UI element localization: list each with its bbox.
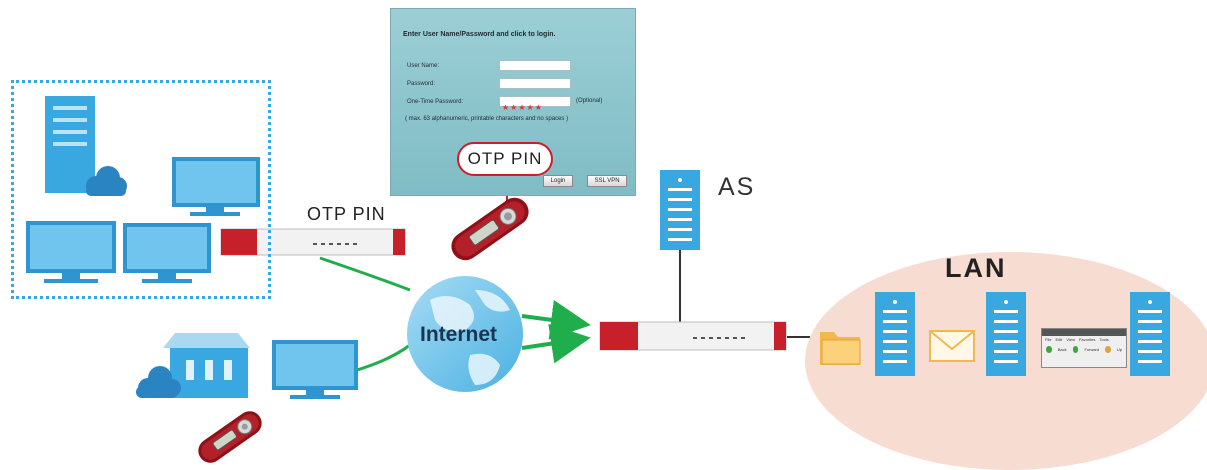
otp-token-icon: [451, 197, 529, 261]
otp-value: ★★★★★: [502, 103, 543, 112]
sslvpn-button[interactable]: SSL VPN: [587, 175, 627, 187]
browser-menu-item: View: [1066, 337, 1075, 342]
internet-arrow-bottom: [521, 323, 591, 364]
remote-link-line: [356, 343, 411, 372]
monitor-icon: [172, 157, 260, 216]
server-tower-icon: [45, 96, 95, 193]
folder-icon: [820, 332, 861, 365]
building-icon: [163, 333, 250, 398]
otp-field[interactable]: ★★★★★: [499, 96, 571, 112]
otp-field-label: One-Time Password:: [407, 99, 464, 105]
main-firewall-device-icon: [599, 321, 787, 351]
browser-titlebar: [1042, 329, 1126, 336]
browser-menu-item: Edit: [1055, 337, 1063, 342]
browser-menu: File Edit View Favorites Tools: [1042, 336, 1126, 343]
internet-arrow-top: [521, 300, 591, 340]
branch-office-zone: [11, 80, 271, 299]
monitor-icon: [26, 221, 116, 283]
forward-arrow-icon: [1072, 346, 1079, 353]
browser-nav-label: Forward: [1084, 347, 1100, 352]
otp-note: ( max. 63 alphanumeric, printable charac…: [405, 116, 569, 122]
lan-label: LAN: [945, 253, 1007, 283]
monitor-icon: [272, 340, 358, 399]
mail-icon: [929, 330, 975, 362]
browser-nav-label: Up: [1116, 347, 1122, 352]
browser-menu-item: File: [1045, 337, 1052, 342]
as-label: AS: [718, 173, 756, 201]
login-title: Enter User Name/Password and click to lo…: [403, 31, 556, 38]
branch-link-line: [319, 256, 411, 292]
back-arrow-icon: [1046, 346, 1052, 353]
file-server-icon: [875, 292, 915, 376]
password-label: Password:: [407, 81, 436, 87]
internet-globe-icon: [407, 276, 523, 392]
internet-label: Internet: [420, 323, 498, 346]
browser-nav-label: Back: [1057, 347, 1067, 352]
cloud-icon: [86, 166, 127, 196]
authentication-server-icon: [660, 170, 700, 250]
login-button[interactable]: Login: [543, 175, 573, 187]
otp-pin-label: OTP PIN: [307, 204, 386, 224]
up-arrow-icon: [1105, 346, 1111, 353]
web-server-icon: [1130, 292, 1170, 376]
otp-token-icon: [198, 411, 262, 463]
firewall-device-icon: [220, 228, 406, 256]
browser-nav: Back Forward Up: [1042, 343, 1126, 353]
mail-server-icon: [986, 292, 1026, 376]
monitor-icon: [123, 223, 211, 283]
optional-label: (Optional): [576, 98, 603, 104]
browser-menu-item: Favorites: [1078, 337, 1096, 342]
username-label: User Name:: [407, 63, 440, 69]
otp-pin-bubble: OTP PIN: [457, 142, 553, 176]
cloud-icon: [136, 366, 181, 398]
browser-window-icon: File Edit View Favorites Tools Back Forw…: [1041, 328, 1127, 368]
password-field[interactable]: [499, 78, 571, 89]
browser-menu-item: Tools: [1099, 337, 1109, 342]
username-field[interactable]: [499, 60, 571, 71]
